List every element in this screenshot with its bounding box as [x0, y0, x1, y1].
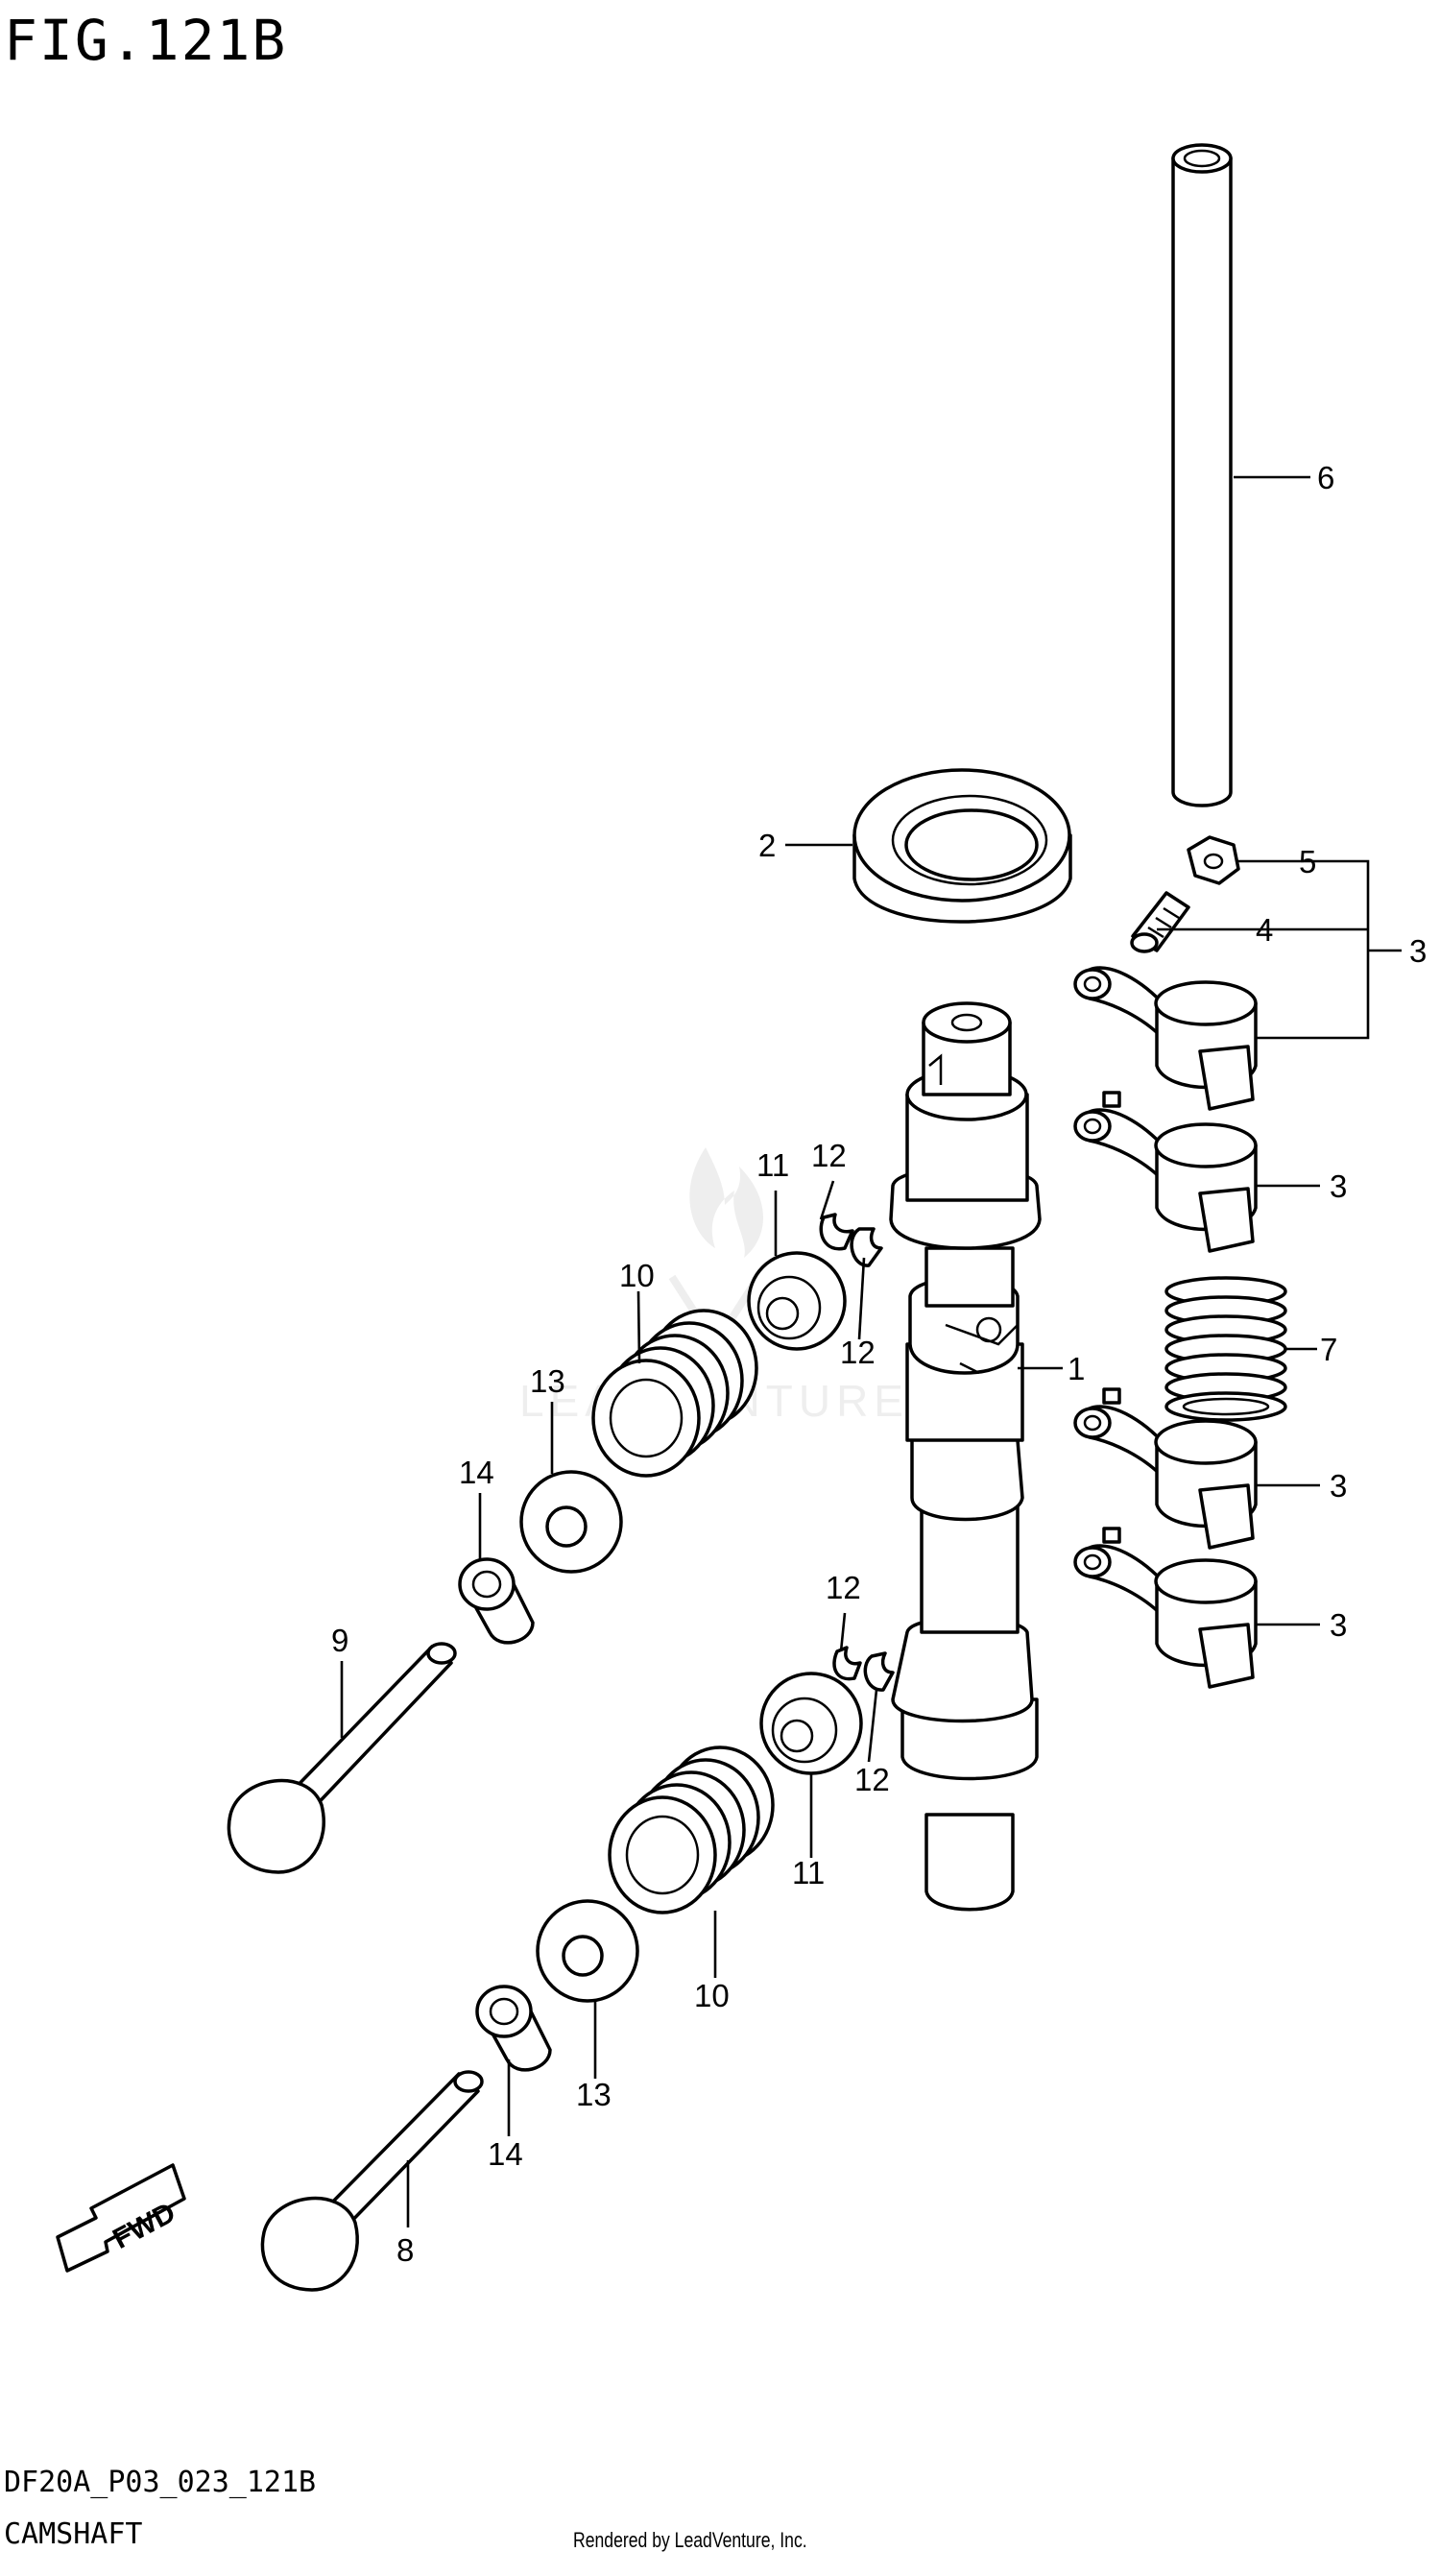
- render-credit: Rendered by LeadVenture, Inc.: [573, 2528, 807, 2552]
- callout-6: 6: [1317, 460, 1334, 495]
- part-7-spring[interactable]: [1164, 1276, 1287, 1422]
- callout-3-a: 3: [1409, 933, 1427, 969]
- callout-12-c: 12: [826, 1570, 861, 1605]
- part-2-oil-seal[interactable]: [852, 768, 1072, 924]
- part-11-retainer-lower[interactable]: [759, 1672, 863, 1775]
- callout-5: 5: [1299, 844, 1316, 879]
- figure-title: FIG.121B: [4, 8, 288, 73]
- callout-1: 1: [1068, 1351, 1085, 1386]
- part-1-camshaft[interactable]: [889, 1001, 1042, 1912]
- part-10-valve-spring-lower[interactable]: [608, 1745, 775, 1914]
- callout-8: 8: [396, 2232, 414, 2268]
- diagram-code: DF20A_P03_023_121B: [4, 2466, 317, 2499]
- part-14-stem-seal-upper[interactable]: [458, 1557, 535, 1645]
- part-13-washer-lower[interactable]: [536, 1899, 639, 2003]
- callout-14-b: 14: [488, 2136, 523, 2172]
- callout-10-b: 10: [694, 1978, 730, 2013]
- part-3-rocker-arm-a[interactable]: [1073, 966, 1258, 1111]
- leader-lines: [340, 475, 1402, 2227]
- callout-12-b: 12: [840, 1335, 876, 1370]
- part-3-rocker-arm-d[interactable]: [1073, 1527, 1258, 1689]
- part-11-retainer-upper[interactable]: [747, 1251, 847, 1351]
- callout-12-d: 12: [854, 1762, 890, 1797]
- part-6-tube[interactable]: [1171, 143, 1233, 807]
- part-10-valve-spring-upper[interactable]: [591, 1309, 758, 1478]
- callout-13-b: 13: [576, 2077, 612, 2112]
- callout-10-a: 10: [619, 1258, 655, 1293]
- fwd-arrow: FWD: [56, 2163, 186, 2273]
- callout-3-d: 3: [1330, 1607, 1347, 1643]
- part-12-cotter-upper-a[interactable]: [819, 1213, 854, 1251]
- part-8-valve[interactable]: [260, 2070, 484, 2292]
- callout-3-c: 3: [1330, 1468, 1347, 1504]
- callout-14-a: 14: [459, 1455, 494, 1490]
- part-3-rocker-arm-c[interactable]: [1073, 1387, 1258, 1550]
- callout-13-a: 13: [530, 1363, 565, 1399]
- part-14-stem-seal-lower[interactable]: [475, 1985, 552, 2072]
- callout-7: 7: [1320, 1332, 1337, 1367]
- part-5-nut[interactable]: [1187, 835, 1240, 885]
- callout-4: 4: [1256, 912, 1273, 948]
- callout-12-a: 12: [811, 1138, 847, 1173]
- part-12-cotter-lower-a[interactable]: [832, 1646, 862, 1681]
- part-9-valve[interactable]: [227, 1642, 457, 1874]
- callout-9: 9: [331, 1623, 348, 1658]
- callout-11-a: 11: [756, 1147, 789, 1183]
- part-4-adjust-screw[interactable]: [1130, 891, 1190, 953]
- part-13-washer-upper[interactable]: [519, 1470, 623, 1574]
- callout-3-b: 3: [1330, 1168, 1347, 1204]
- section-title: CAMSHAFT: [4, 2517, 143, 2551]
- callout-2: 2: [758, 828, 776, 863]
- part-3-rocker-arm-b[interactable]: [1073, 1091, 1258, 1253]
- part-12-cotter-lower-b[interactable]: [863, 1651, 895, 1692]
- part-12-cotter-upper-b[interactable]: [850, 1227, 883, 1267]
- callout-labels: 6 2 5 4 3 3 7 1 3 3 12 12 11 10 13 14 9 …: [331, 460, 1427, 2268]
- callout-11-b: 11: [792, 1855, 825, 1890]
